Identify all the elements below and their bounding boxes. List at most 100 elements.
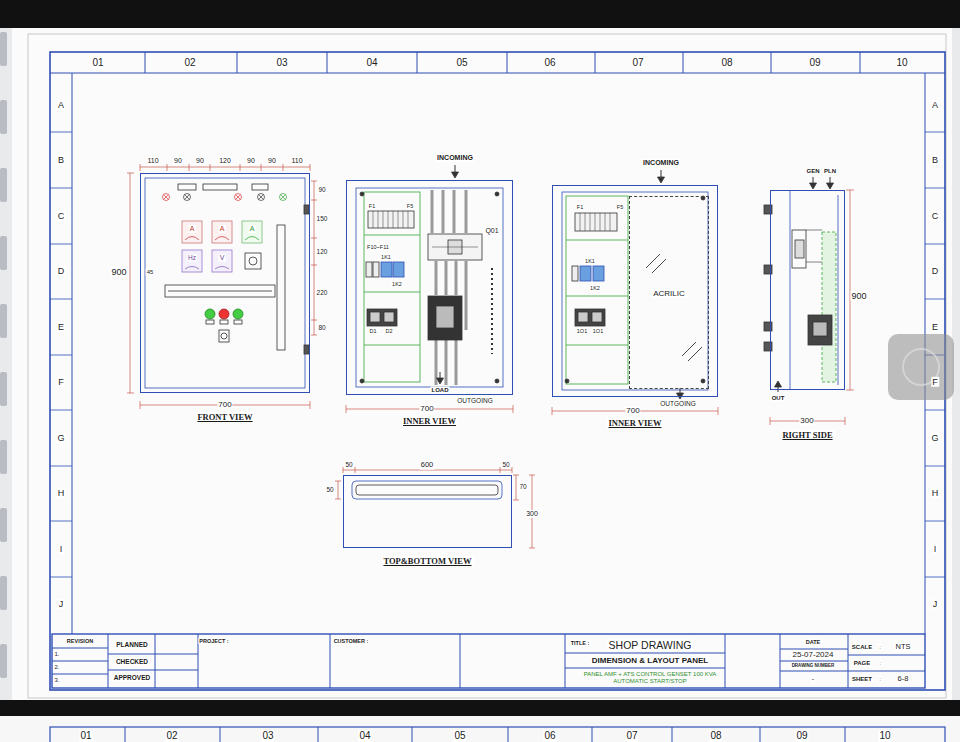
title-block-text: REVISION xyxy=(66,638,94,644)
grid-ref: H xyxy=(57,488,66,498)
title-block-text: NTS xyxy=(895,643,912,652)
title-block-text: : xyxy=(878,676,882,683)
flow-label: GEN xyxy=(805,168,820,175)
meter-label: A xyxy=(189,225,196,233)
component-tag: F1 xyxy=(368,203,376,209)
meter-label: V xyxy=(219,254,226,262)
meter-label: A xyxy=(249,225,256,233)
grid-ref: A xyxy=(931,100,939,110)
sheet-frame xyxy=(50,52,945,690)
inner-view-drawing xyxy=(346,165,513,413)
component-tag: F5 xyxy=(406,203,414,209)
grid-ref: B xyxy=(57,155,65,165)
title-block-text: 3. xyxy=(53,677,60,684)
cover-label: ACRILIC xyxy=(651,288,687,297)
component-tag: F10~F11 xyxy=(366,244,390,250)
grid-ref: F xyxy=(931,377,939,387)
panel-view: FRONT VIEW xyxy=(140,173,310,393)
dimension: 700 xyxy=(217,400,232,409)
component-tag: 1K1 xyxy=(584,258,596,264)
dimension: 900 xyxy=(110,267,127,277)
title-block-text: TITLE : xyxy=(570,640,591,646)
grid-ref: 10 xyxy=(878,730,891,742)
flow-label: PLN xyxy=(823,168,837,175)
dimension: 90 xyxy=(173,157,183,165)
title-block-text: PAGE xyxy=(853,660,872,667)
dimension: 90 xyxy=(195,157,205,165)
view-title: TOP&BOTTOM VIEW xyxy=(381,556,473,566)
grid-ref: H xyxy=(931,488,940,498)
dimension: 110 xyxy=(146,157,159,165)
grid-ref: G xyxy=(56,433,65,443)
dimension: 150 xyxy=(316,215,329,222)
dimension: 90 xyxy=(317,186,326,193)
title-block-text: : xyxy=(878,644,882,651)
dimension: 70 xyxy=(518,483,527,490)
grid-ref: C xyxy=(931,211,940,221)
title-block-text: DIMENSION & LAYOUT PANEL xyxy=(591,656,709,665)
panel-view: INNER VIEW xyxy=(346,180,513,395)
title-block-text: SCALE xyxy=(851,644,873,651)
title-block-text: PANEL AMF + ATS CONTROL GENSET 100 KVA A… xyxy=(571,671,729,685)
grid-ref: 08 xyxy=(720,57,733,69)
title-block-text: CHECKED xyxy=(115,658,149,665)
screen-overlay-button xyxy=(888,334,954,400)
view-title: FRONT VIEW xyxy=(195,412,254,422)
title-block-text: SHEET xyxy=(851,676,873,683)
grid-ref: 01 xyxy=(79,730,92,742)
front-view-drawing xyxy=(127,164,317,409)
component-tag: 1O1 xyxy=(592,328,604,334)
grid-ref: 07 xyxy=(631,57,644,69)
grid-ref: 09 xyxy=(795,730,808,742)
title-block-text: SHOP DRAWING xyxy=(608,639,693,651)
grid-ref: J xyxy=(58,599,65,609)
grid-ref: D xyxy=(931,266,940,276)
title-block-text: 6-8 xyxy=(897,675,910,684)
dimension: 900 xyxy=(850,291,867,301)
meter-label: A xyxy=(219,225,226,233)
grid-ref: F xyxy=(57,377,65,387)
dimension: 300 xyxy=(799,416,814,425)
flow-label: INCOMING xyxy=(436,154,474,162)
title-block xyxy=(52,634,925,688)
component-tag: 1K2 xyxy=(589,285,601,291)
dimension: 80 xyxy=(317,324,326,331)
grid-ref: C xyxy=(57,211,66,221)
grid-ref: I xyxy=(59,544,64,554)
title-block-text: : xyxy=(878,660,882,667)
top-bottom-drawing xyxy=(335,467,535,548)
panel-view: RIGHT SIDE xyxy=(770,190,845,390)
flow-label: INCOMING xyxy=(642,159,680,167)
title-block-text: 2. xyxy=(53,664,60,671)
dimension: 90 xyxy=(246,157,256,165)
component-tag: 1O1 xyxy=(576,328,588,334)
title-block-text: - xyxy=(811,675,815,683)
title-block-text: 25-07-2024 xyxy=(792,650,835,659)
dimension: 700 xyxy=(419,404,434,413)
grid-ref: 09 xyxy=(808,57,821,69)
flow-label: OUTGOING xyxy=(659,400,696,407)
grid-ref: 10 xyxy=(895,57,908,69)
panel-view: TOP&BOTTOM VIEW xyxy=(343,475,512,548)
title-block-text: DATE xyxy=(805,639,822,645)
component-tag: 1K2 xyxy=(391,281,403,287)
inner-view-acrylic-drawing xyxy=(552,170,718,415)
grid-ref: 04 xyxy=(358,730,371,742)
title-block-text: CUSTOMER : xyxy=(333,638,370,644)
panel-view: INNER VIEWACRILIC xyxy=(552,185,718,397)
grid-ref: D xyxy=(57,266,66,276)
dimension: 50 xyxy=(344,461,353,468)
dimension: 300 xyxy=(525,510,539,518)
grid-ref: 01 xyxy=(91,57,104,69)
grid-ref: 04 xyxy=(365,57,378,69)
component-tag: F1 xyxy=(576,204,584,210)
grid-ref: 05 xyxy=(455,57,468,69)
dimension: 50 xyxy=(501,461,510,468)
grid-ref: A xyxy=(57,100,65,110)
grid-ref: 03 xyxy=(261,730,274,742)
grid-ref: G xyxy=(930,433,939,443)
dimension: 45 xyxy=(146,269,155,276)
